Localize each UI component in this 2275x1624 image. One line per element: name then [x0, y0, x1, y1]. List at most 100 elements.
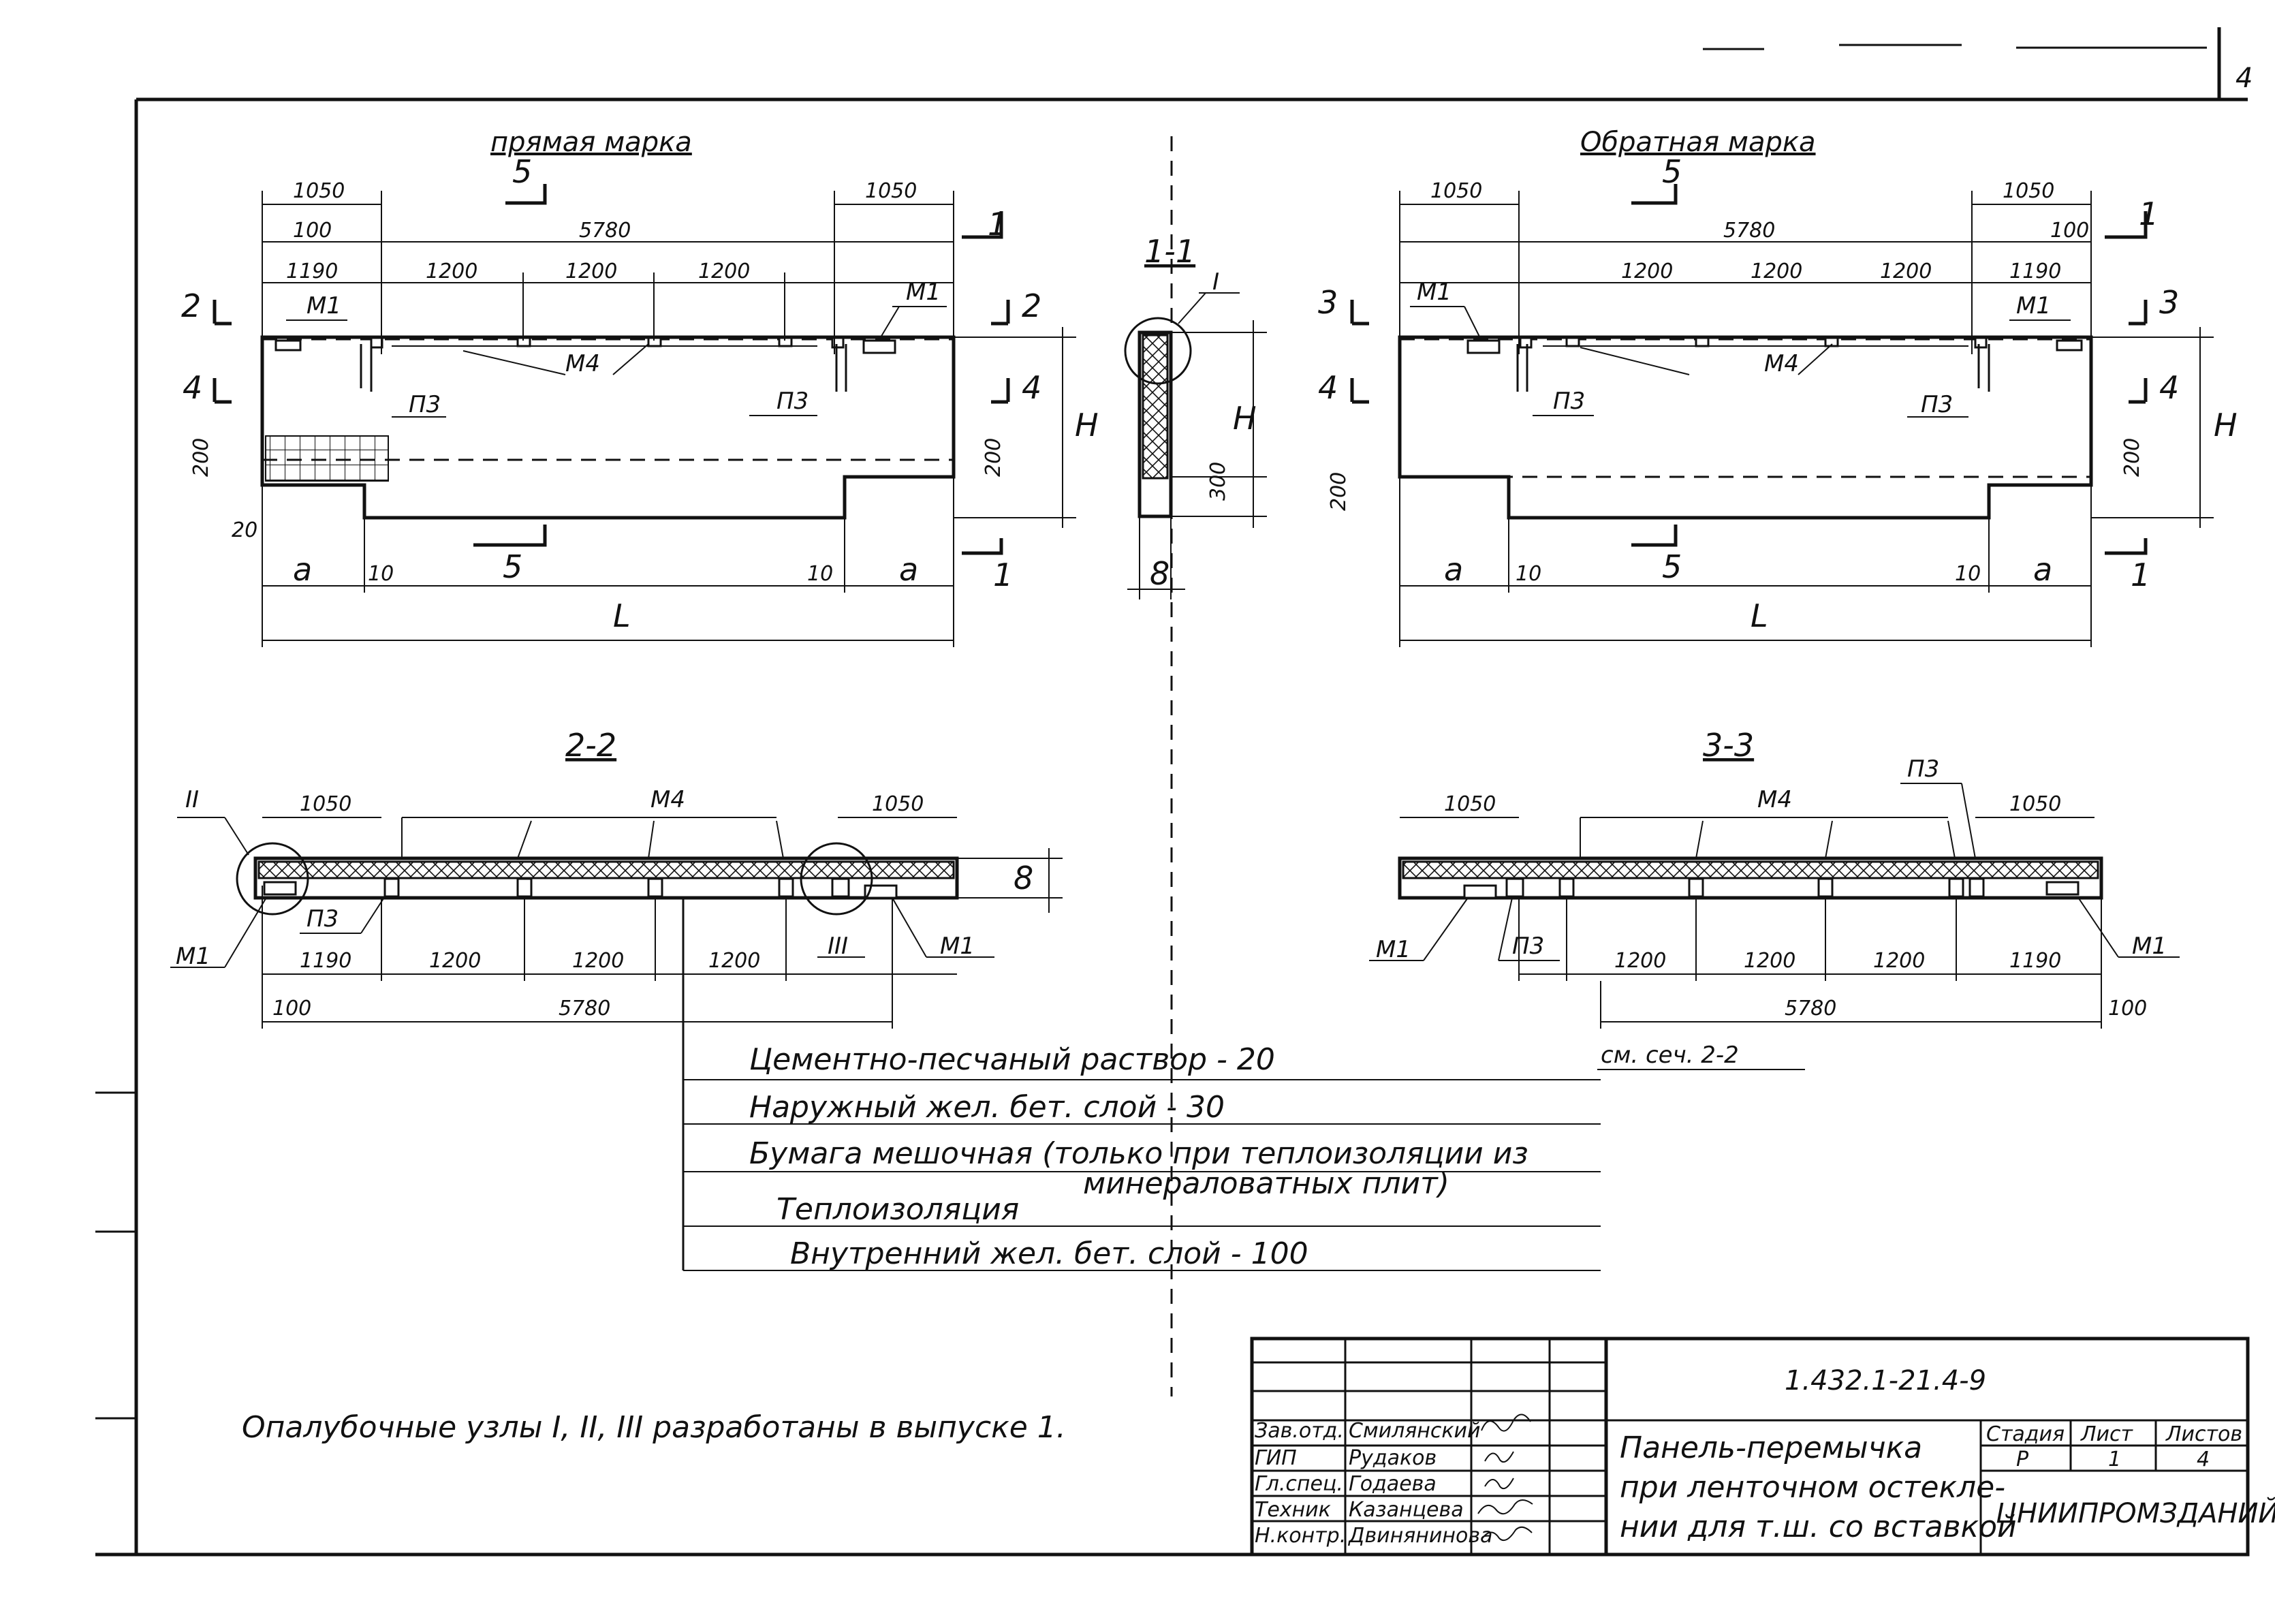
header-section-1-1: 1-1	[1144, 233, 1195, 270]
dim-10-right-r: 10	[1955, 562, 1981, 586]
dim-1050-s22-left: 1050	[300, 792, 351, 816]
section-2-2: 2-2 II III 1050 1050 М4 П3 М1 М1 8	[170, 727, 1063, 1029]
signature-3	[1484, 1478, 1514, 1489]
dim-1050-s33-right: 1050	[2009, 792, 2061, 816]
cut-5-top: 5	[512, 153, 532, 190]
layer-5: Внутренний жел. бет. слой - 100	[790, 1236, 1308, 1271]
label-m4-s22: М4	[650, 786, 685, 813]
layer-3: Бумага мешочная (только при теплоизоляци…	[749, 1136, 1528, 1171]
cut-1-bottom-r: 1	[2131, 557, 2150, 593]
dim-1050-s33-left: 1050	[1444, 792, 1496, 816]
dim-1200-b: 1200	[565, 260, 617, 283]
cut-3-right: 3	[2159, 284, 2179, 321]
dim-1190-r: 1190	[2009, 260, 2061, 283]
label-m4-s33: М4	[1757, 786, 1792, 813]
dim-1050-right-r: 1050	[2003, 179, 2054, 203]
cut-4-left: 4	[183, 369, 202, 406]
dim-1200-s22-a: 1200	[429, 949, 481, 973]
header-direct-mark: прямая марка	[490, 127, 692, 158]
layer-3-cont: минераловатных плит)	[1083, 1166, 1449, 1201]
footnote: Опалубочные узлы I, II, III разработаны …	[242, 1410, 1066, 1445]
drawing-name-line-2: при ленточном остекле-	[1620, 1470, 2005, 1505]
see-section-note: см. сеч. 2-2	[1601, 1042, 1739, 1069]
dim-1190-s22: 1190	[300, 949, 351, 973]
dim-200-left-r: 200	[1327, 472, 1351, 511]
dim-1200-b-r: 1200	[1751, 260, 1802, 283]
dim-1200-s33-c: 1200	[1873, 949, 1925, 973]
cut-3-left: 3	[1318, 284, 1338, 321]
section-1-1: 1-1 I H 300 8	[1124, 136, 1267, 1396]
cut-5-top-r: 5	[1662, 153, 1682, 190]
layer-legend: Цементно-песчаный раствор - 20 Наружный …	[682, 898, 1601, 1271]
header-reverse-mark: Обратная марка	[1580, 127, 1816, 158]
dim-5780: 5780	[579, 219, 631, 243]
name-4: Казанцева	[1349, 1498, 1464, 1522]
label-m1-s22-left: М1	[176, 943, 210, 970]
dim-1050-right: 1050	[865, 179, 917, 203]
dim-100-r: 100	[2050, 219, 2089, 243]
name-2: Рудаков	[1349, 1446, 1437, 1470]
dim-H: H	[1075, 407, 1099, 443]
drawing-code: 1.432.1-21.4-9	[1785, 1365, 1986, 1396]
label-p3-left-r: П3	[1553, 388, 1585, 415]
node-III-label: III	[828, 933, 848, 960]
dim-1050-left-r: 1050	[1430, 179, 1482, 203]
dim-a-right-r: a	[2033, 551, 2052, 588]
dim-b-section: 8	[1150, 555, 1170, 592]
dim-1200-s33-a: 1200	[1614, 949, 1666, 973]
name-3: Годаева	[1349, 1472, 1437, 1496]
dim-H-section: H	[1233, 400, 1257, 437]
dim-200-right: 200	[982, 438, 1005, 477]
dim-5780-r: 5780	[1723, 219, 1775, 243]
dim-20: 20	[232, 518, 257, 542]
dim-1200-s22-b: 1200	[572, 949, 624, 973]
label-m4-r: М4	[1764, 350, 1799, 377]
cut-1-bottom: 1	[993, 557, 1013, 593]
label-m1-right: М1	[906, 279, 941, 306]
drawing-name-line-3: нии для т.ш. со вставкой	[1620, 1510, 2017, 1544]
dim-100: 100	[293, 219, 332, 243]
organization: ЦНИИПРОМЗДАНИЙ	[1996, 1497, 2275, 1529]
dim-1050-left: 1050	[293, 179, 345, 203]
label-m4: М4	[565, 350, 600, 377]
name-5: Двинянинова	[1347, 1524, 1492, 1548]
dim-H-r: H	[2214, 407, 2238, 443]
dim-100-s33: 100	[2108, 997, 2147, 1020]
dim-300: 300	[1206, 462, 1230, 501]
dim-a-left: a	[293, 551, 312, 588]
elevation-direct: прямая марка 1050	[181, 127, 1099, 647]
dim-200-right-r: 200	[2120, 438, 2144, 477]
header-section-2-2: 2-2	[565, 727, 616, 764]
stage-label: Стадия	[1986, 1422, 2065, 1446]
dim-10-left: 10	[368, 562, 394, 586]
dim-L: L	[613, 597, 631, 634]
dim-1050-s22-right: 1050	[872, 792, 924, 816]
dim-1200-s33-b: 1200	[1744, 949, 1795, 973]
elevation-reverse: Обратная марка 1050 1050 5780 100 1200 1…	[1318, 127, 2238, 647]
sheets-label: Листов	[2165, 1422, 2242, 1446]
signature-1	[1481, 1414, 1531, 1432]
page-number: 4	[2235, 63, 2253, 94]
dim-5780-s22: 5780	[559, 997, 610, 1020]
dim-b-s22: 8	[1014, 860, 1033, 896]
dim-1200-a-r: 1200	[1621, 260, 1673, 283]
cut-4-left-r: 4	[1318, 369, 1338, 406]
cut-2-right: 2	[1022, 287, 1041, 324]
section-3-3: 3-3 1050 1050 М4 П3 П3 М1 М1	[1369, 727, 2180, 1070]
stage-value: Р	[2016, 1448, 2029, 1471]
sheet-value: 1	[2108, 1448, 2121, 1471]
label-m1-right-r: М1	[2016, 292, 2051, 319]
dim-L-r: L	[1751, 597, 1768, 634]
cut-1-top: 1	[988, 206, 1007, 243]
label-m1-left: М1	[307, 292, 341, 319]
node-II-label: II	[185, 786, 199, 813]
label-p3-s22: П3	[307, 905, 339, 933]
label-m1-s33-right: М1	[2132, 933, 2167, 960]
name-1: Смилянский	[1349, 1419, 1481, 1443]
layer-4: Теплоизоляция	[776, 1192, 1019, 1227]
signature-2	[1484, 1451, 1514, 1463]
role-5: Н.контр.	[1255, 1524, 1346, 1548]
cut-1-top-r: 1	[2139, 196, 2159, 232]
role-2: ГИП	[1255, 1446, 1297, 1470]
sheet-label: Лист	[2080, 1422, 2134, 1446]
